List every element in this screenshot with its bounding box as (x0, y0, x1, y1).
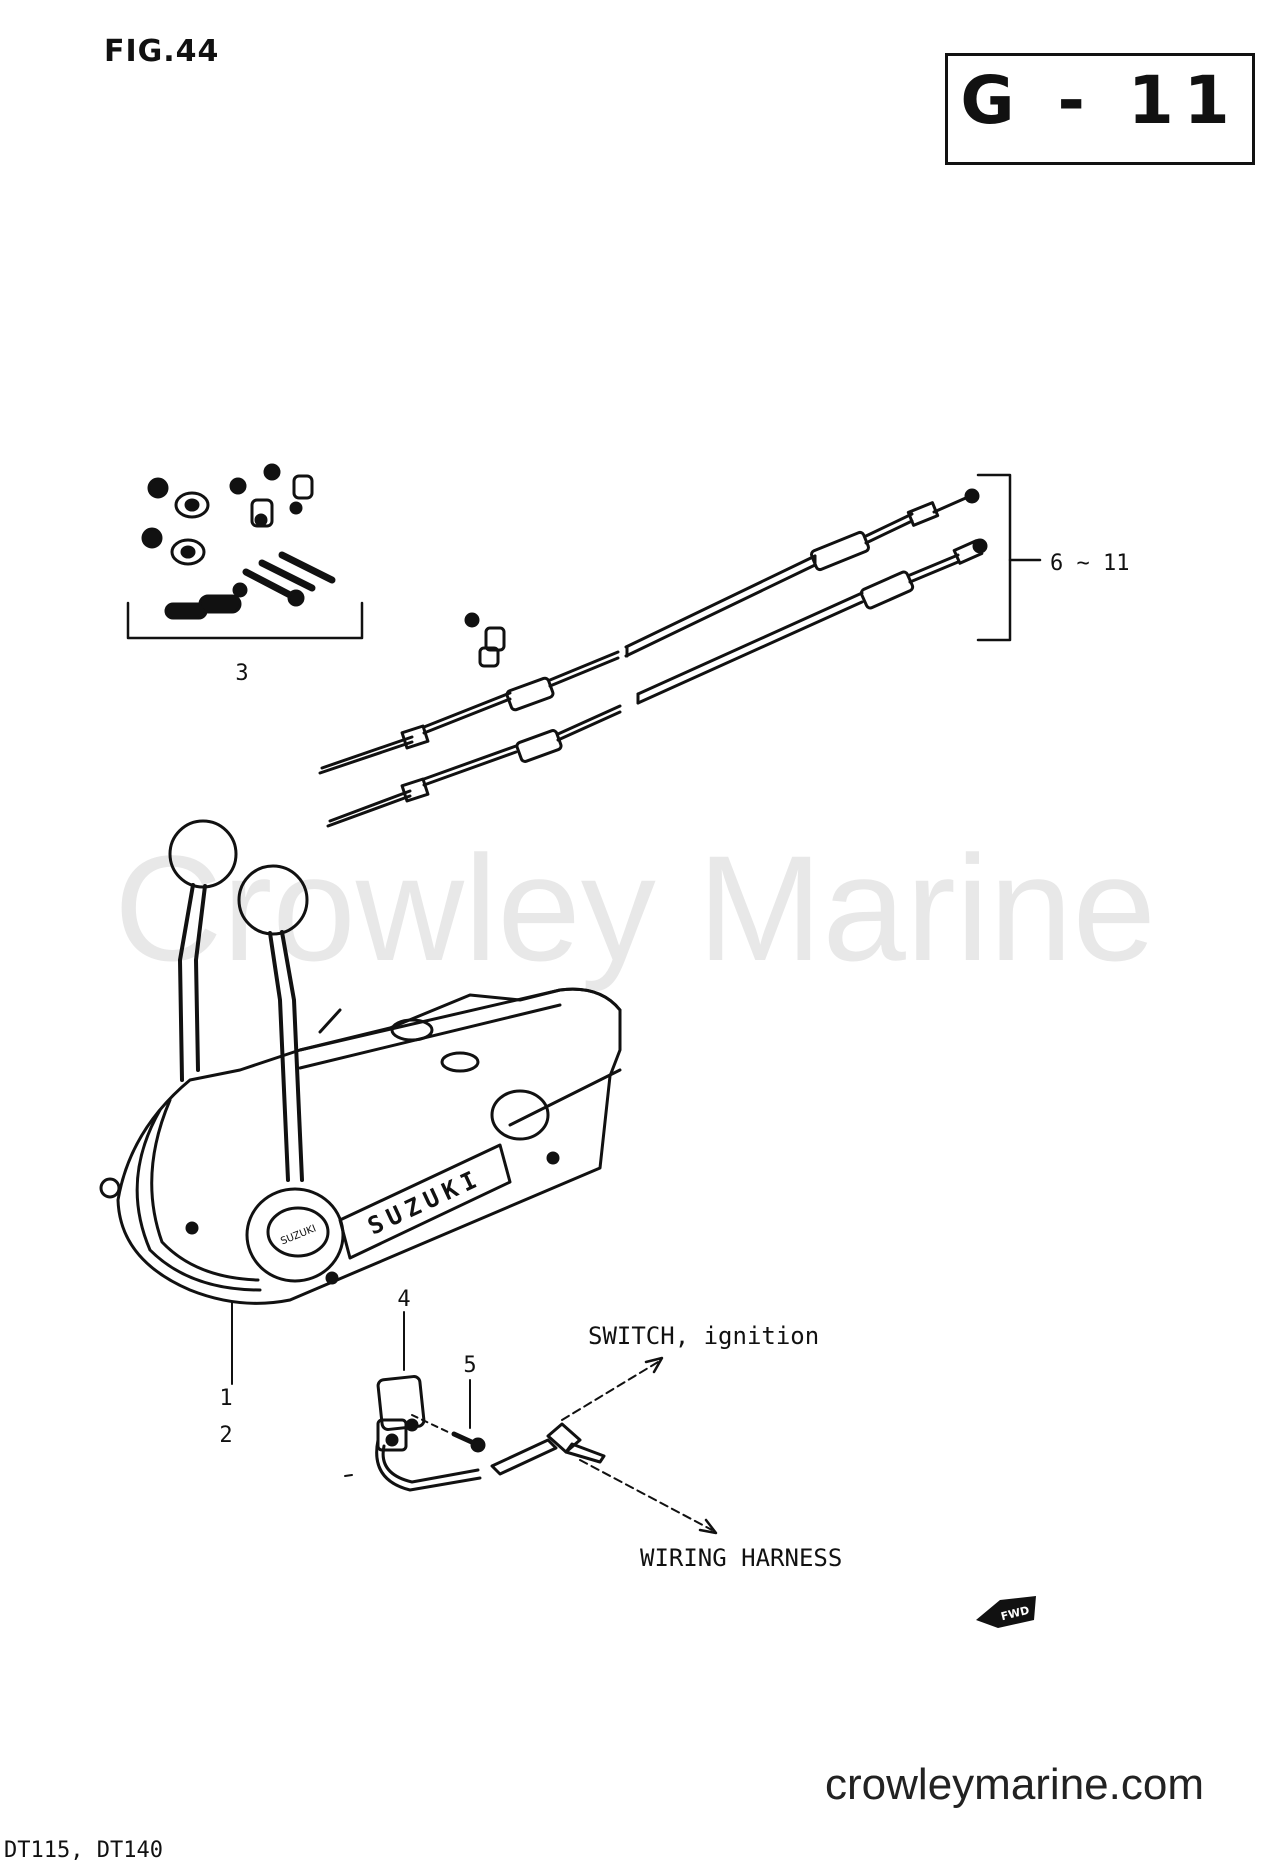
callout-part-5: 5 (463, 1353, 476, 1378)
remote-control-box (99, 819, 622, 1305)
page-code-box: G - 11 (945, 53, 1255, 165)
callout-part-4: 4 (397, 1287, 410, 1312)
figure-title: FIG.44 (104, 34, 220, 69)
switch-ignition-label: SWITCH, ignition (588, 1322, 819, 1350)
footer-models: DT115, DT140 (4, 1838, 163, 1863)
control-cables (318, 488, 988, 828)
knob-badge-label: SUZUKI (279, 1223, 318, 1247)
hardware-kit (141, 463, 336, 620)
wiring-harness-label: WIRING HARNESS (640, 1544, 842, 1572)
callout-part-2: 2 (219, 1423, 232, 1448)
footer-website: crowleymarine.com (825, 1760, 1204, 1809)
callout-part-3: 3 (235, 661, 248, 686)
screw (451, 1431, 486, 1453)
callout-part-6-11: 6 ~ 11 (1050, 551, 1129, 576)
callout-part-1: 1 (219, 1386, 232, 1411)
page-code: G - 11 (960, 62, 1240, 139)
fwd-arrow-badge: FWD (976, 1596, 1036, 1628)
ignition-switch (344, 1375, 482, 1492)
watermark-text: Crowley Marine (114, 824, 1156, 992)
